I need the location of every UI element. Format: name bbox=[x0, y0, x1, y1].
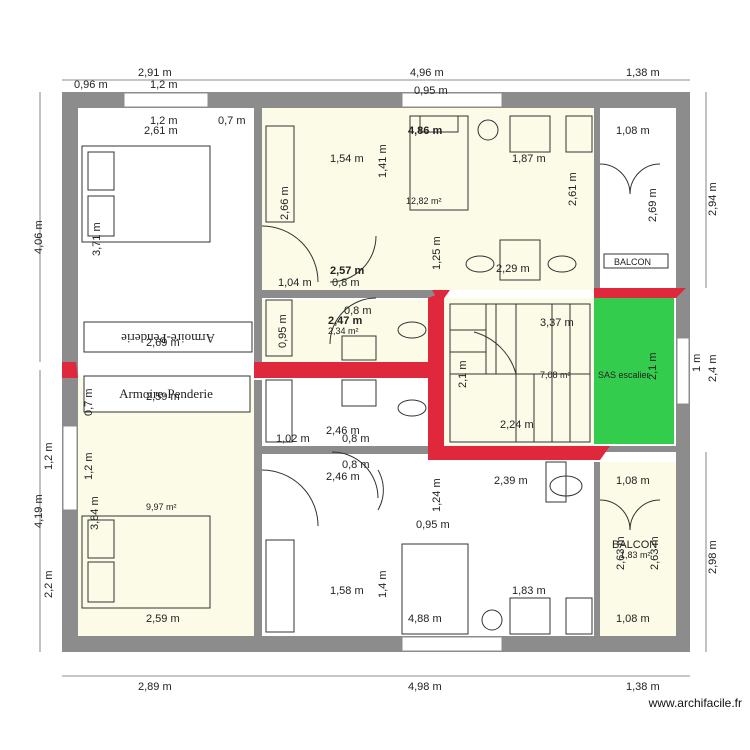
dim-bot-498: 4,98 m bbox=[408, 681, 442, 693]
dim-261-top: 2,61 m bbox=[144, 125, 178, 137]
dim-229: 2,29 m bbox=[496, 263, 530, 275]
dim-269-bal: 2,69 m bbox=[647, 188, 659, 222]
dim-12-top: 1,2 m bbox=[150, 79, 178, 91]
dim-096: 0,96 m bbox=[74, 79, 108, 91]
dim-183: 1,83 m bbox=[512, 585, 546, 597]
dim-263b: 2,63 m bbox=[649, 536, 661, 570]
dim-24: 2,4 m bbox=[707, 354, 719, 382]
balcony-doors bbox=[599, 163, 669, 531]
dim-488: 4,88 m bbox=[408, 613, 442, 625]
watermark[interactable]: www.archifacile.fr bbox=[648, 696, 742, 710]
dim-12-topb: 1,2 m bbox=[150, 115, 178, 127]
dim-108-bk2: 1,08 m bbox=[616, 613, 650, 625]
dim-08-c2: 0,8 m bbox=[342, 433, 370, 445]
dim-102: 1,02 m bbox=[276, 433, 310, 445]
dim-095-c: 0,95 m bbox=[277, 314, 289, 348]
windows bbox=[62, 92, 690, 652]
dim-187: 1,87 m bbox=[512, 153, 546, 165]
dim-141: 1,41 m bbox=[377, 144, 389, 178]
dim-294: 2,94 m bbox=[707, 182, 719, 216]
dim-259-bl: 2,59 m bbox=[146, 613, 180, 625]
kitchen-furniture-top bbox=[261, 115, 593, 283]
dim-269-b1: 2,69 m bbox=[146, 337, 180, 349]
area-stair: 7,08 m² bbox=[540, 370, 571, 380]
dim-384: 3,84 m bbox=[89, 496, 101, 530]
dim-124: 1,24 m bbox=[431, 478, 443, 512]
dim-125: 1,25 m bbox=[431, 236, 443, 270]
red-walls bbox=[62, 288, 686, 460]
dim-154: 1,54 m bbox=[330, 153, 364, 165]
area-balcony-bottom: 1,83 m² bbox=[620, 550, 651, 560]
dim-246: 2,46 m bbox=[326, 425, 360, 437]
bed-top bbox=[81, 145, 211, 243]
dim-07-b2: 0,7 m bbox=[83, 388, 95, 416]
dim-247: 2,47 m bbox=[328, 315, 362, 327]
dim-21: 2,1 m bbox=[457, 360, 469, 388]
dim-239: 2,39 m bbox=[494, 475, 528, 487]
bed-bottom bbox=[81, 515, 211, 609]
label-sas: SAS escalier bbox=[598, 370, 650, 380]
staircase bbox=[449, 303, 591, 443]
area-bedroom-bottom: 9,97 m² bbox=[146, 502, 177, 512]
kitchen-furniture-bottom bbox=[261, 461, 593, 635]
dim-158: 1,58 m bbox=[330, 585, 364, 597]
dim-419: 4,19 m bbox=[33, 494, 45, 528]
dim-266: 2,66 m bbox=[279, 186, 291, 220]
dim-259-b2a: 2,59 m bbox=[146, 391, 180, 403]
wardrobe-bottom-label: Armoire-Penderie bbox=[119, 386, 213, 401]
dim-095-bk: 0,95 m bbox=[416, 519, 450, 531]
dim-14: 1,4 m bbox=[377, 570, 389, 598]
dim-top-138: 1,38 m bbox=[626, 67, 660, 79]
dim-21b: 2,1 m bbox=[647, 352, 659, 380]
dim-104: 1,04 m bbox=[278, 277, 312, 289]
dimension-lines bbox=[39, 79, 707, 677]
bathroom-fixtures bbox=[265, 297, 427, 499]
label-balcon-bottom: BALCON bbox=[612, 539, 657, 551]
dim-top-496: 4,96 m bbox=[410, 67, 444, 79]
dim-371: 3,71 m bbox=[91, 222, 103, 256]
dim-bot-138: 1,38 m bbox=[626, 681, 660, 693]
bedroom-bottom-floor bbox=[78, 378, 254, 636]
dim-108-top: 1,08 m bbox=[616, 125, 650, 137]
dim-08-c3: 0,8 m bbox=[342, 459, 370, 471]
label-balcon-top: BALCON bbox=[614, 257, 651, 267]
dim-22: 2,2 m bbox=[43, 570, 55, 598]
dim-095-top: 0,95 m bbox=[414, 85, 448, 97]
dim-298: 2,98 m bbox=[707, 540, 719, 574]
dim-1m: 1 m bbox=[691, 354, 703, 372]
dim-08-c: 0,8 m bbox=[344, 305, 372, 317]
dim-261-k: 2,61 m bbox=[567, 172, 579, 206]
sas-floor bbox=[594, 298, 674, 444]
dim-257: 2,57 m bbox=[330, 265, 364, 277]
stair-floor bbox=[444, 298, 594, 446]
dim-224: 2,24 m bbox=[500, 419, 534, 431]
dim-07-top: 0,7 m bbox=[218, 115, 246, 127]
wardrobe-top-frame bbox=[83, 321, 253, 353]
dim-337: 3,37 m bbox=[540, 317, 574, 329]
dim-12-left-a: 1,2 m bbox=[43, 442, 55, 470]
wardrobe-top-label: Armoire-Penderie bbox=[121, 331, 215, 346]
dim-top-291: 2,91 m bbox=[138, 67, 172, 79]
dim-406: 4,06 m bbox=[33, 220, 45, 254]
dim-246b: 2,46 m bbox=[326, 471, 360, 483]
dim-08-k: 0,8 m bbox=[332, 277, 360, 289]
area-shower: 2,34 m² bbox=[328, 326, 359, 336]
dim-12-left-b: 1,2 m bbox=[83, 452, 95, 480]
dim-108-bk: 1,08 m bbox=[616, 475, 650, 487]
dim-263a: 2,63 m bbox=[615, 536, 627, 570]
area-kitchen-top: 12,82 m² bbox=[406, 196, 442, 206]
balcony-bottom-floor bbox=[600, 462, 676, 636]
dim-486: 4,86 m bbox=[408, 125, 442, 137]
wardrobe-bottom-frame bbox=[83, 375, 251, 413]
dim-bot-289: 2,89 m bbox=[138, 681, 172, 693]
